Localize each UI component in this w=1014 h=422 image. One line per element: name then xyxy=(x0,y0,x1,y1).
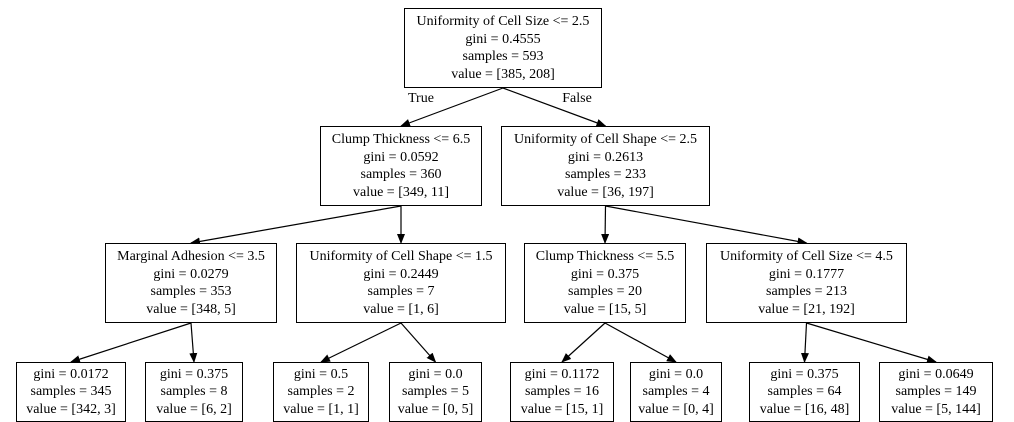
node-stat-line: samples = 593 xyxy=(462,49,544,64)
tree-edge-n0-n2 xyxy=(502,87,607,127)
node-split-rule: Uniformity of Cell Size <= 2.5 xyxy=(416,14,590,29)
node-stat-line: value = [15, 5] xyxy=(563,301,647,317)
node-stat-line: gini = 0.0649 xyxy=(898,366,974,382)
node-stat-line: value = [16, 48] xyxy=(759,401,850,417)
node-stat-line: gini = 0.1777 xyxy=(768,266,845,282)
node-stat-line: value = [21, 192] xyxy=(758,301,855,317)
node-stat-line: samples = 4 xyxy=(642,384,710,400)
tree-edge-n6-n14 xyxy=(806,322,937,364)
node-stat-line: value = [348, 5] xyxy=(146,301,236,317)
tree-edge-n6-n13 xyxy=(800,322,809,363)
node-stat-line: samples = 360 xyxy=(360,167,442,182)
node-stat-line: samples = 149 xyxy=(895,384,977,400)
tree-node-n0: Uniformity of Cell Size <= 2.5 gini = 0.4… xyxy=(404,8,602,88)
node-stat-line: gini = 0.4555 xyxy=(465,31,541,47)
node-stat-line: value = [349, 11] xyxy=(352,184,450,200)
node-stat-line: gini = 0.2449 xyxy=(363,266,439,282)
tree-edge-n4-n9 xyxy=(320,322,402,363)
node-stat-line: samples = 213 xyxy=(766,284,847,299)
node-stat-line: samples = 5 xyxy=(402,384,469,400)
node-stat-line: value = [1, 1] xyxy=(283,401,359,417)
node-split-rule: Uniformity of Cell Size <= 4.5 xyxy=(720,249,893,264)
node-stat-line: value = [0, 5] xyxy=(397,401,474,417)
tree-edge-n0-n1 xyxy=(400,87,504,127)
node-stat-line: value = [36, 197] xyxy=(557,184,654,200)
node-stat-line: gini = 0.5 xyxy=(293,366,349,382)
node-stat-line: value = [342, 3] xyxy=(26,401,116,417)
node-split-rule: Uniformity of Cell Shape <= 1.5 xyxy=(309,249,493,264)
node-stat-line: gini = 0.375 xyxy=(159,366,229,382)
edge-label-true: True xyxy=(408,91,434,106)
node-split-rule: Marginal Adhesion <= 3.5 xyxy=(117,249,265,264)
tree-node-n3: Marginal Adhesion <= 3.5 gini = 0.0279 sam… xyxy=(105,243,277,323)
tree-node-n5: Clump Thickness <= 5.5 gini = 0.375 sample… xyxy=(524,243,686,323)
tree-node-n4: Uniformity of Cell Shape <= 1.5 gini = 0.… xyxy=(296,243,506,323)
node-stat-line: gini = 0.0279 xyxy=(153,266,229,282)
node-stat-line: samples = 345 xyxy=(30,384,112,400)
node-stat-line: value = [6, 2] xyxy=(156,401,232,417)
tree-node-n2: Uniformity of Cell Shape <= 2.5 gini = 0.… xyxy=(501,126,710,206)
node-stat-line: gini = 0.0 xyxy=(408,366,463,382)
tree-edge-n5-n12 xyxy=(604,322,677,363)
node-split-rule: Clump Thickness <= 6.5 xyxy=(331,132,471,147)
node-stat-line: value = [0, 4] xyxy=(638,401,714,417)
node-stat-line: value = [1, 6] xyxy=(363,301,439,317)
tree-node-n1: Clump Thickness <= 6.5 gini = 0.0592 sampl… xyxy=(320,126,482,206)
node-stat-line: samples = 353 xyxy=(150,284,232,299)
tree-edge-n3-n7 xyxy=(70,322,192,364)
node-stat-line: value = [5, 144] xyxy=(891,401,981,417)
node-stat-line: samples = 8 xyxy=(160,384,228,400)
edge-label-false: False xyxy=(562,91,592,106)
node-stat-line: gini = 0.0 xyxy=(648,366,704,382)
node-stat-line: samples = 16 xyxy=(525,384,599,400)
node-stat-line: samples = 2 xyxy=(287,384,355,400)
node-stat-line: samples = 7 xyxy=(367,284,435,299)
tree-edge-n1-n3 xyxy=(190,205,402,246)
node-stat-line: gini = 0.2613 xyxy=(567,149,644,165)
node-stat-line: samples = 20 xyxy=(568,284,642,299)
node-stat-line: samples = 233 xyxy=(565,167,646,182)
tree-edge-n2-n6 xyxy=(605,205,808,246)
tree-node-n6: Uniformity of Cell Size <= 4.5 gini = 0.1… xyxy=(706,243,907,323)
node-stat-line: gini = 0.375 xyxy=(570,266,640,282)
node-split-rule: Clump Thickness <= 5.5 xyxy=(535,249,675,264)
node-split-rule: Uniformity of Cell Shape <= 2.5 xyxy=(514,132,697,147)
tree-edge-n2-n5 xyxy=(601,205,610,244)
node-stat-line: value = [15, 1] xyxy=(520,401,604,417)
node-stat-line: gini = 0.0592 xyxy=(363,149,439,165)
tree-edge-n3-n8 xyxy=(189,322,198,363)
node-stat-line: value = [385, 208] xyxy=(451,66,555,82)
node-stat-line: gini = 0.375 xyxy=(770,366,839,382)
tree-edge-n5-n11 xyxy=(561,322,606,363)
tree-edge-n4-n10 xyxy=(400,322,437,363)
node-stat-line: samples = 64 xyxy=(767,384,842,400)
node-stat-line: gini = 0.1172 xyxy=(524,366,600,382)
node-stat-line: gini = 0.0172 xyxy=(33,366,109,382)
